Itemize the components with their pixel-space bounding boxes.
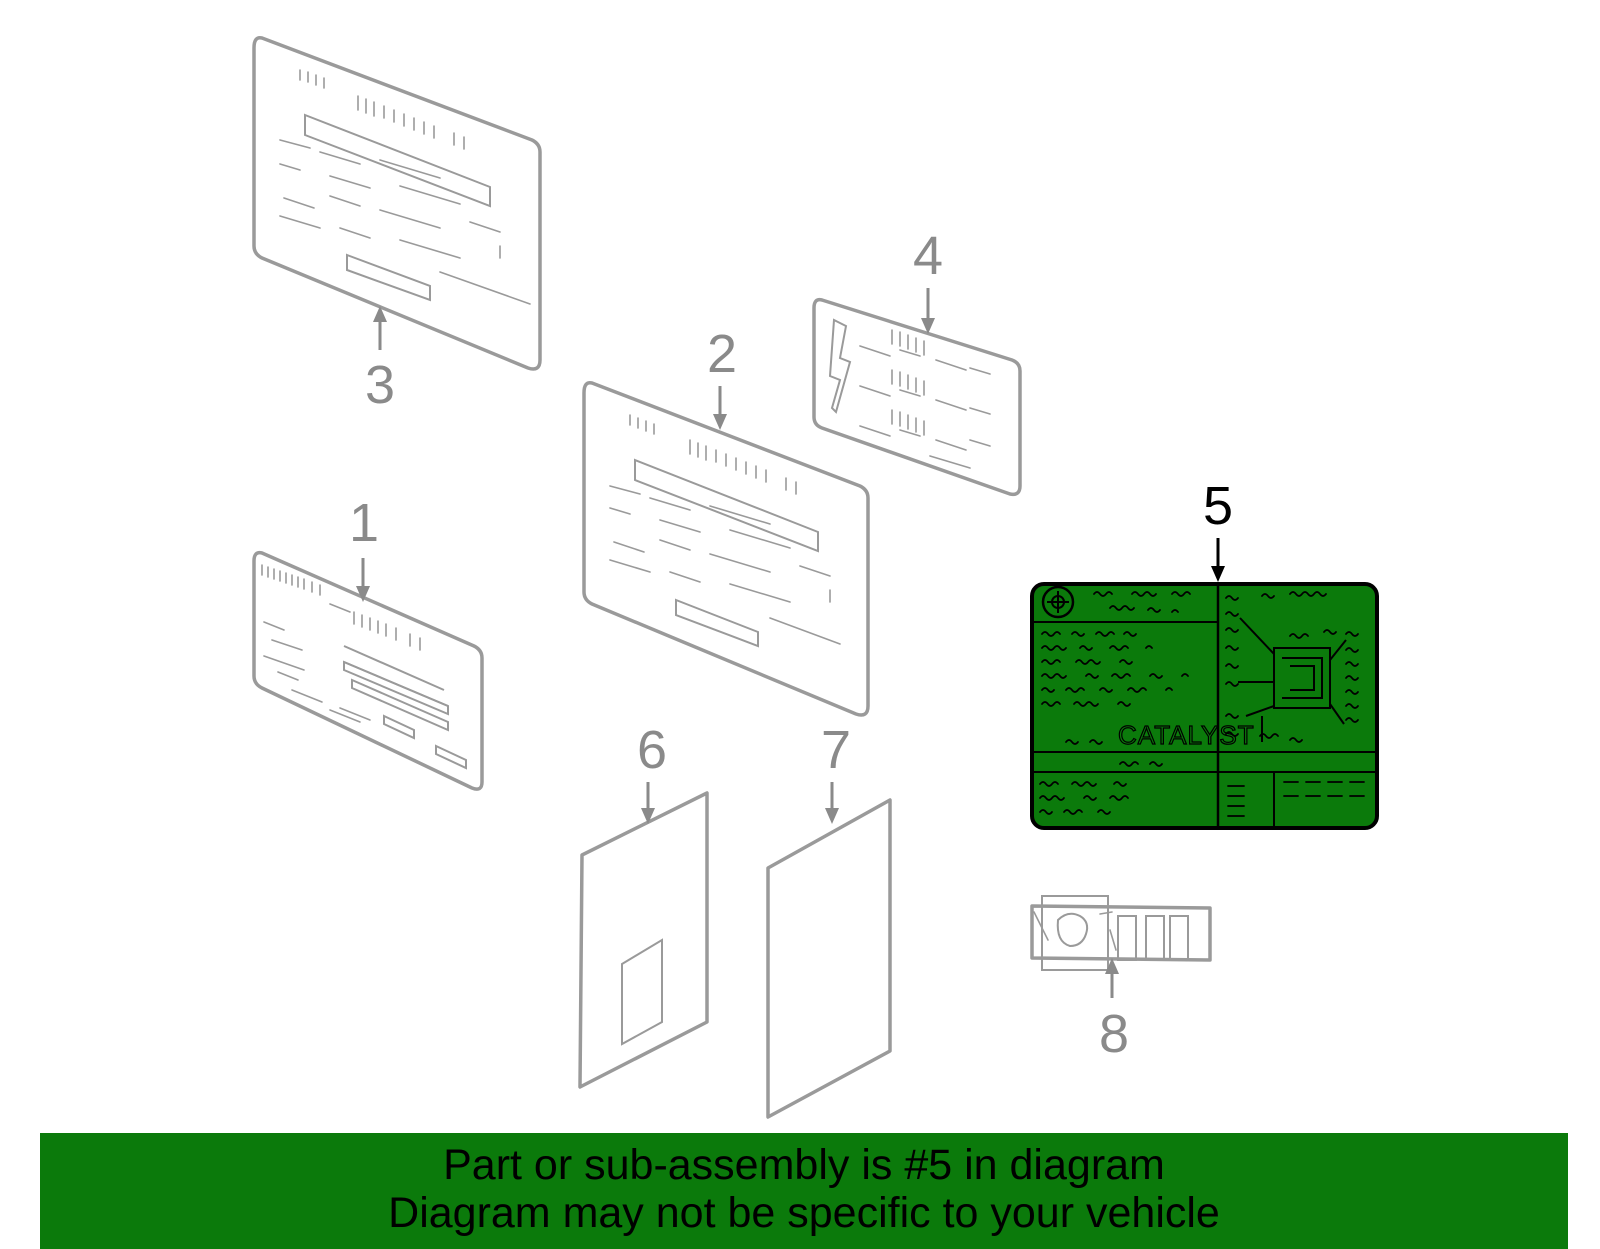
info-banner: Part or sub-assembly is #5 in diagram Di… [40,1133,1568,1249]
part-4-label[interactable] [812,297,1022,497]
callout-8-number: 8 [1099,1004,1129,1064]
part-1-label[interactable] [252,550,484,791]
callout-5[interactable]: 5 [1203,476,1233,582]
callout-6[interactable]: 6 [637,720,667,824]
part-2-label[interactable] [582,380,870,717]
lightning-icon [828,318,852,414]
callout-6-number: 6 [637,720,667,780]
callout-7[interactable]: 7 [821,720,851,824]
callout-1-number: 1 [349,493,379,553]
callout-3-number: 3 [365,355,395,415]
part-8-tag[interactable] [1030,895,1212,971]
callout-1[interactable]: 1 [349,493,379,602]
part-3-label[interactable] [252,35,542,371]
callout-2[interactable]: 2 [707,324,737,430]
callout-5-number: 5 [1203,476,1233,536]
banner-line-1: Part or sub-assembly is #5 in diagram [443,1141,1165,1189]
crosshair-icon [1041,585,1075,619]
catalyst-text: CATALYST [1118,720,1255,750]
banner-line-2: Diagram may not be specific to your vehi… [388,1189,1220,1237]
callout-4-number: 4 [913,226,943,286]
callout-3[interactable]: 3 [365,306,395,415]
engine-schematic-icon [1238,617,1347,742]
callout-7-number: 7 [821,720,851,780]
callout-8[interactable]: 8 [1099,958,1129,1064]
part-7-sheet[interactable] [766,798,892,1119]
part-5-emission-label[interactable]: CATALYST [1030,582,1379,830]
callout-2-number: 2 [707,324,737,384]
part-6-sheet[interactable] [578,791,709,1089]
callout-4[interactable]: 4 [913,226,943,334]
